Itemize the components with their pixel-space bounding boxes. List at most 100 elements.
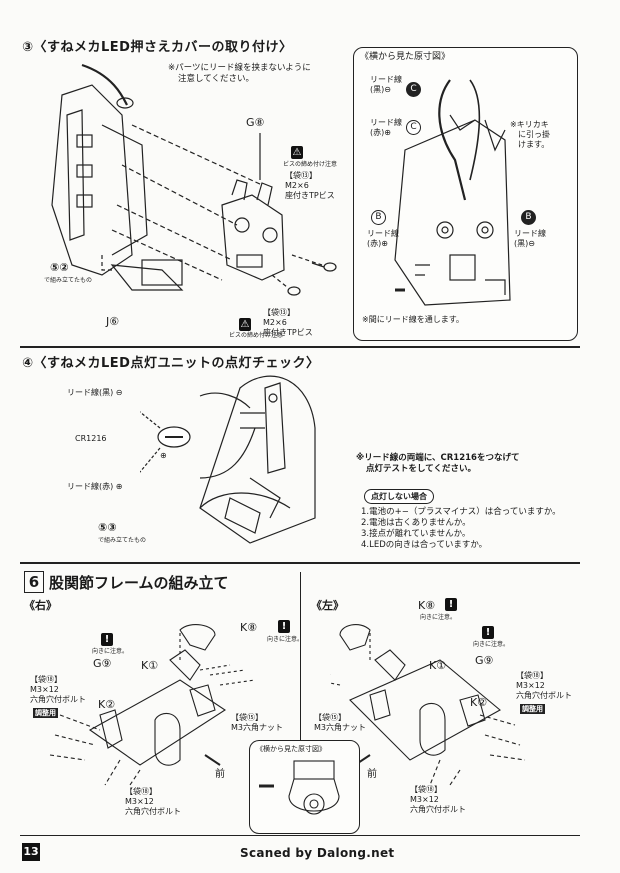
left-g9-label: G⑨	[475, 654, 494, 667]
right-nut-type: M3六角ナット	[231, 723, 283, 732]
right-nut-label: 【袋⑮】 M3六角ナット	[231, 713, 283, 733]
left-nut-type: M3六角ナット	[314, 723, 366, 732]
side-view-inset	[353, 47, 578, 341]
marker-b-filled: B	[521, 210, 536, 225]
inset-b-right: リード線 (黒)⊖	[514, 229, 546, 249]
screw-caution-caption-bottom: ビスの締め付け注意	[229, 332, 284, 339]
right-bolt-top-type: 六角穴付ボルト	[30, 695, 86, 704]
inset-lead-red-sign: (赤)⊕	[370, 128, 402, 138]
hip-side-view-diagram	[259, 760, 340, 815]
right-side-label: 《右》	[24, 599, 57, 612]
right-k2-label: K②	[98, 698, 116, 711]
divider-3-4	[20, 346, 580, 348]
fail-check-item: 2.電池は古くありませんか。	[361, 518, 471, 528]
fail-check-item: 4.LEDの向きは合っていますか。	[361, 540, 488, 550]
inset-b-left-color: (赤)	[367, 239, 382, 248]
right-bolt-bottom-label: 【袋⑱】 M3×12 六角穴付ボルト	[125, 787, 181, 817]
inset-hook-note-2: に引っ掛	[518, 130, 550, 139]
ref-5-3-sub: で組み立てたもの	[98, 537, 147, 544]
inset-b-right-minus: ⊖	[528, 239, 535, 248]
sec4-test-note-2: 点灯テストをしてください。	[366, 464, 476, 474]
bag13-top-type: 座付きTPビス	[285, 191, 335, 200]
left-k8-warning-icon: !	[445, 598, 457, 611]
right-hip-frame-diagram	[49, 624, 256, 786]
right-bolt-top-bag: 【袋⑱】	[30, 675, 62, 684]
bag13-bottom-type: 座付きTPビス	[263, 328, 313, 337]
page-number: 13	[22, 843, 40, 861]
left-side-label: 《左》	[311, 599, 344, 612]
sec4-lead-black: リード線(黒) ⊖	[67, 388, 123, 397]
inset-lead-red-plus: ⊕	[384, 128, 391, 137]
inset-b-left: リード線 (赤)⊕	[367, 229, 399, 249]
part-g8-label: G⑧	[246, 116, 265, 129]
marker-c-filled: C	[406, 82, 421, 97]
ref-5-3: ⑤③	[98, 521, 117, 534]
left-k2-label: K②	[470, 696, 488, 709]
bag13-bottom-label: 【袋⑬】 M2×6 座付きTPビス	[263, 308, 313, 338]
inset-b-right-color: (黒)	[514, 239, 529, 248]
section3-assembly-diagram	[51, 63, 337, 296]
left-k1-label: K①	[429, 659, 447, 672]
left-bolt-top-size: M3×12	[516, 681, 545, 690]
fail-check-item: 3.接点が離れていませんか。	[361, 529, 471, 539]
right-g9-warning-icon: !	[101, 633, 113, 646]
right-bolt-top-label: 【袋⑱】 M3×12 六角穴付ボルト	[30, 675, 86, 705]
left-bolt-top-bag: 【袋⑱】	[516, 671, 548, 680]
bag13-top-size: M2×6	[285, 181, 309, 190]
left-bolt-top-type: 六角穴付ボルト	[516, 691, 572, 700]
sec4-cr1216-label: CR1216	[75, 434, 107, 443]
left-bolt-top-label: 【袋⑱】 M3×12 六角穴付ボルト	[516, 671, 572, 701]
left-nut-bag: 【袋⑮】	[314, 713, 346, 722]
inset-lead-red-color: (赤)	[370, 128, 385, 137]
left-k8-label: K⑧	[418, 599, 436, 612]
section3-note-line1: ※パーツにリード線を挟まないように	[168, 63, 311, 73]
sec4-test-note: ※リード線の両端に、CR1216をつなげて 点灯テストをしてください。	[356, 453, 519, 475]
inset-hook-note-1: ※キリカキ	[510, 120, 549, 129]
inset-hook-note: ※キリカキ に引っ掛 けます。	[510, 120, 550, 150]
scan-credit: Scaned by Dalong.net	[240, 846, 395, 860]
right-k8-label: K⑧	[240, 621, 258, 634]
sec4-plus-mark: ⊕	[160, 451, 167, 460]
part-j6-label: J⑥	[106, 315, 120, 328]
screw-caution-caption-top: ビスの締め付け注意	[283, 161, 338, 168]
side-view-diagram	[394, 79, 511, 306]
left-g9-orient-note: 向きに注意。	[473, 641, 510, 648]
inset-lead-red-label: リード線	[370, 118, 402, 127]
fail-check-item: 1.電池の+−（プラスマイナス）は合っていますか。	[361, 507, 561, 517]
marker-c-outline: C	[406, 120, 421, 135]
right-bolt-bottom-size: M3×12	[125, 797, 154, 806]
section3-title: ③〈すねメカLED押さえカバーの取り付け〉	[22, 40, 293, 55]
inset-lead-black-color: (黒)	[370, 85, 385, 94]
inset-b-right-label: リード線	[514, 229, 546, 238]
section6-title: 股関節フレームの組み立て	[49, 574, 229, 592]
right-k8-orient-note: 向きに注意。	[267, 636, 304, 643]
fail-title-badge: 点灯しない場合	[364, 489, 434, 504]
inset-lead-black-minus: ⊖	[384, 85, 391, 94]
bag13-top-bag: 【袋⑬】	[285, 171, 317, 180]
divider-4-6	[20, 562, 580, 564]
left-k8-orient-note: 向きに注意。	[420, 614, 457, 621]
inset-b-left-plus: ⊕	[381, 239, 388, 248]
right-bolt-bottom-type: 六角穴付ボルト	[125, 807, 181, 816]
inset-hook-note-3: けます。	[518, 140, 550, 149]
left-bolt-bottom-size: M3×12	[410, 795, 439, 804]
screw-caution-icon: ⚠	[291, 146, 303, 159]
right-bolt-bottom-bag: 【袋⑱】	[125, 787, 157, 796]
left-bolt-bottom-type: 六角穴付ボルト	[410, 805, 466, 814]
right-k1-label: K①	[141, 659, 159, 672]
left-bolt-bottom-bag: 【袋⑱】	[410, 785, 442, 794]
inset-b-left-sign: (赤)⊕	[367, 239, 399, 249]
inset-lead-red: リード線 (赤)⊕	[370, 118, 402, 138]
right-adjust-tag: 調整用	[33, 708, 58, 718]
side-view-inset-title: 《横から見た原寸図》	[360, 52, 451, 62]
left-bolt-bottom-label: 【袋⑱】 M3×12 六角穴付ボルト	[410, 785, 466, 815]
bag13-top-label: 【袋⑬】 M2×6 座付きTPビス	[285, 171, 335, 201]
right-front-label: 前	[215, 769, 225, 780]
screw-caution-icon-bottom: ⚠	[239, 318, 251, 331]
left-g9-warning-icon: !	[482, 626, 494, 639]
ref-5-2-sub: で組み立てたもの	[44, 277, 93, 284]
inset-b-right-sign: (黒)⊖	[514, 239, 546, 249]
sec4-lead-red: リード線(赤) ⊕	[67, 482, 123, 491]
divider-right-left	[300, 572, 301, 830]
left-nut-label: 【袋⑮】 M3六角ナット	[314, 713, 366, 733]
